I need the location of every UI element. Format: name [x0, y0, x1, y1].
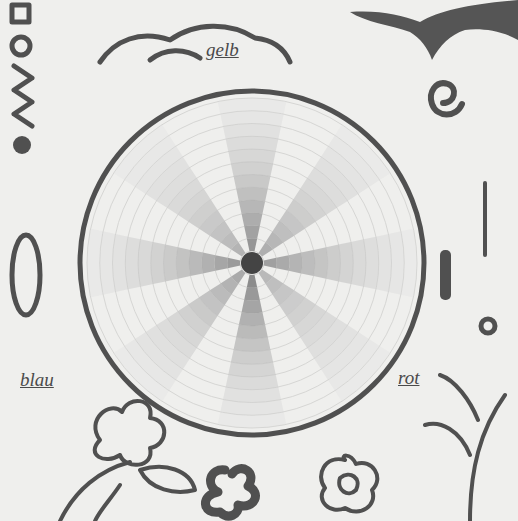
wheel-sector: [351, 239, 366, 286]
wheel-sector: [189, 250, 203, 276]
wheel-sector: [100, 231, 116, 294]
wheel-ring: [189, 200, 315, 326]
ellipse-symbol: [12, 235, 40, 315]
wheel-sector: [214, 255, 227, 271]
wheel-sector: [239, 200, 265, 214]
hills-symbol: [100, 26, 290, 62]
color-label: gelb: [206, 40, 239, 59]
wheel-ring: [227, 238, 277, 288]
wheel-sector: [226, 375, 279, 390]
wheel-sector: [231, 350, 273, 365]
wheel-ring: [100, 111, 405, 416]
wheel-sector: [326, 245, 340, 282]
wheel-sector: [114, 346, 169, 401]
wheel-ring: [176, 187, 328, 339]
wheel-ring: [125, 136, 379, 390]
wheel-sectors: [87, 98, 417, 428]
wheel-sector: [236, 325, 267, 339]
wheel-sector: [276, 255, 289, 271]
knot-symbol: [205, 469, 255, 516]
color-label: blau: [20, 370, 54, 389]
wheel-sector: [228, 149, 275, 164]
wheel-ring: [138, 149, 366, 377]
wheel-sector: [220, 111, 283, 127]
wheel-sector: [138, 239, 153, 286]
hills-symbol: [150, 51, 200, 60]
wheel-sector: [218, 412, 287, 428]
wheel-ring: [151, 162, 354, 365]
wheel-sector: [335, 346, 390, 401]
wheel-ring: [240, 251, 264, 275]
wheel-sector: [227, 258, 240, 268]
wheel-sector: [242, 213, 263, 227]
leaf-symbol: [95, 467, 195, 521]
wheel-sector: [218, 98, 287, 114]
wheel-outline: [80, 91, 424, 435]
wheel-sector: [289, 253, 303, 274]
line-symbol: [483, 183, 487, 255]
rose-symbol: [321, 456, 377, 512]
wheel-sector: [151, 242, 166, 284]
wheel-sector: [364, 237, 379, 290]
dot-symbol: [13, 136, 31, 154]
wheel-ring: [164, 175, 341, 352]
spiral-symbol: [431, 83, 462, 114]
wheel-sector: [401, 229, 417, 298]
wheel-sector: [231, 162, 273, 177]
circle-symbol: [481, 319, 495, 333]
flower-symbol: [95, 401, 165, 465]
wheel-sector: [301, 250, 315, 276]
branch-symbol: [350, 0, 518, 60]
wheel-sector: [239, 312, 265, 326]
wheel-sector: [234, 175, 271, 189]
wheel-sector: [388, 231, 404, 294]
wheel-sector: [339, 242, 354, 284]
square-symbol: [12, 5, 29, 22]
plant-symbol: [425, 375, 505, 521]
wheel-sector: [244, 287, 260, 300]
wheel-ring: [202, 213, 303, 314]
wheel-sector: [228, 362, 275, 377]
wheel-ring: [113, 124, 392, 403]
wheel-ring: [215, 226, 290, 301]
wheel-sector: [234, 337, 271, 351]
wheel-sector: [125, 237, 140, 290]
wheel-sector: [236, 187, 267, 201]
zigzag-symbol: [14, 66, 32, 126]
wheel-sector: [112, 234, 128, 292]
wheel-sector: [314, 247, 328, 278]
circle-symbol: [12, 37, 30, 55]
wheel-sector: [247, 275, 257, 288]
wheel-sector: [164, 245, 178, 282]
wheel-sector: [114, 125, 169, 180]
wheel-sector: [226, 136, 279, 151]
bar-symbol: [440, 250, 451, 300]
wheel-sector: [223, 387, 281, 403]
wheel-sector: [242, 300, 263, 314]
wheel-sector: [87, 229, 103, 298]
wheel-sector: [264, 258, 277, 268]
color-label: rot: [398, 368, 419, 387]
wheel-sector: [247, 238, 257, 251]
wheel-sector: [176, 247, 190, 278]
flower-stem: [60, 462, 130, 521]
wheel-sector: [376, 234, 392, 292]
wheel-sector: [220, 399, 283, 415]
wheel-sector: [335, 125, 390, 180]
wheel-sector: [223, 124, 281, 140]
wheel-ring: [87, 98, 417, 428]
wheel-sector: [202, 253, 216, 274]
wheel-center: [241, 252, 263, 274]
wheel-sector: [244, 226, 260, 239]
